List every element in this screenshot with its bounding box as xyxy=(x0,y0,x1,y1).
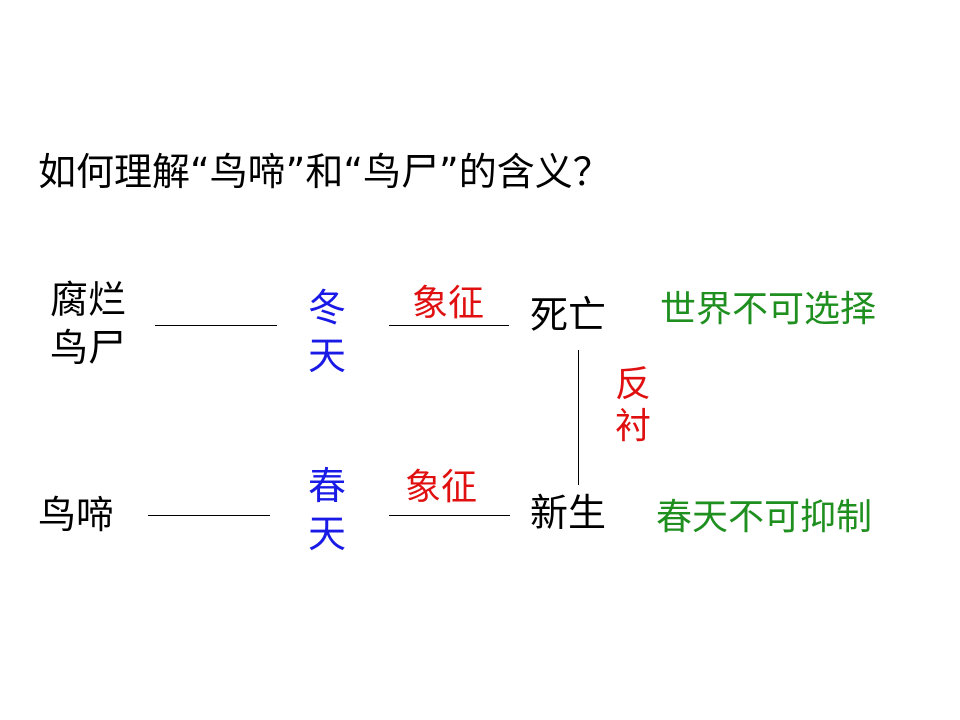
bottom-season-char1: 春 xyxy=(308,464,347,508)
top-season-char1: 冬 xyxy=(308,286,347,330)
bottom-connector-right xyxy=(389,515,510,516)
bottom-season: 春 天 xyxy=(308,462,346,558)
bottom-season-char2: 天 xyxy=(308,512,347,556)
top-subject-line2: 鸟尸 xyxy=(50,326,127,370)
contrast-char2: 衬 xyxy=(615,406,652,447)
bottom-symbol-label: 象征 xyxy=(405,467,478,508)
contrast-label: 反 衬 xyxy=(615,364,651,448)
top-result: 世界不可选择 xyxy=(660,289,877,330)
top-symbol-label: 象征 xyxy=(412,283,485,324)
bottom-meaning: 新生 xyxy=(530,491,607,535)
top-subject: 腐烂 鸟尸 xyxy=(50,276,126,372)
top-season-char2: 天 xyxy=(308,334,347,378)
top-subject-line1: 腐烂 xyxy=(50,278,127,322)
top-season: 冬 天 xyxy=(308,284,346,380)
bottom-result: 春天不可抑制 xyxy=(656,497,873,538)
bottom-subject: 鸟啼 xyxy=(38,493,115,537)
question-title: 如何理解“鸟啼”和“鸟尸”的含义？ xyxy=(38,150,611,194)
bottom-connector-left xyxy=(148,515,270,516)
top-meaning: 死亡 xyxy=(530,293,607,337)
contrast-char1: 反 xyxy=(615,364,652,405)
top-connector-right xyxy=(389,325,509,326)
contrast-connector xyxy=(578,350,579,485)
top-connector-left xyxy=(155,325,277,326)
